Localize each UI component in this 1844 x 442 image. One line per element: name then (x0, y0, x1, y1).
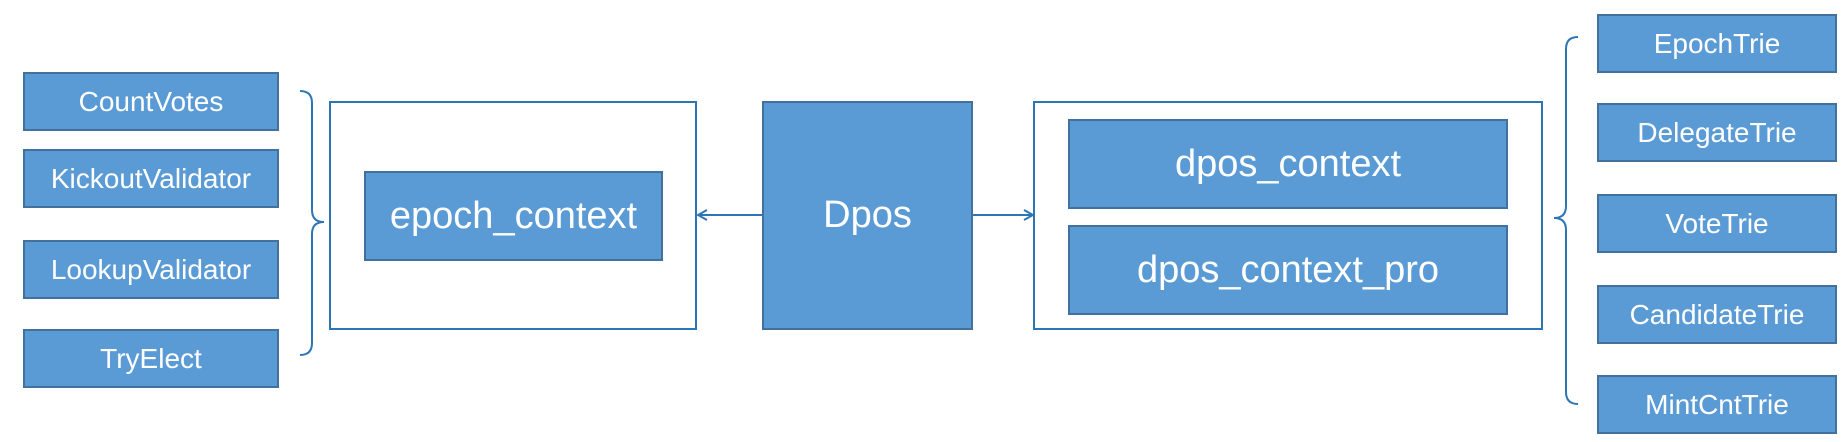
dpos-context-label: dpos_context (1174, 142, 1402, 185)
candidate-trie-box: CandidateTrie (1597, 285, 1837, 344)
dpos-label: Dpos (823, 194, 912, 236)
delegate-trie-box: DelegateTrie (1597, 103, 1837, 162)
dpos-context-box: dpos_context (1068, 119, 1508, 209)
lookup-validator-label: LookupValidator (50, 253, 252, 285)
dpos-context-pro-box: dpos_context_pro (1068, 225, 1508, 315)
try-elect-label: TryElect (100, 342, 202, 374)
kickout-validator-label: KickoutValidator (50, 162, 252, 194)
try-elect-box: TryElect (23, 329, 279, 388)
epoch-context-box: epoch_context (364, 171, 663, 261)
count-votes-box: CountVotes (23, 72, 279, 131)
candidate-trie-label: CandidateTrie (1629, 298, 1805, 330)
dpos-box: Dpos (762, 101, 973, 330)
epoch-trie-label: EpochTrie (1653, 27, 1781, 59)
delegate-trie-label: DelegateTrie (1637, 116, 1797, 148)
epoch-trie-box: EpochTrie (1597, 14, 1837, 73)
count-votes-label: CountVotes (78, 85, 224, 117)
right-brace (1553, 36, 1579, 405)
mint-cnt-trie-label: MintCntTrie (1645, 388, 1789, 420)
epoch-context-frame (329, 101, 697, 330)
kickout-validator-box: KickoutValidator (23, 149, 279, 208)
vote-trie-label: VoteTrie (1665, 207, 1769, 239)
dpos-context-pro-label: dpos_context_pro (1136, 248, 1440, 291)
vote-trie-box: VoteTrie (1597, 194, 1837, 253)
mint-cnt-trie-box: MintCntTrie (1597, 375, 1837, 434)
dpos-context-frame (1033, 101, 1543, 330)
left-brace (299, 90, 325, 356)
epoch-context-label: epoch_context (389, 194, 638, 237)
lookup-validator-box: LookupValidator (23, 240, 279, 299)
